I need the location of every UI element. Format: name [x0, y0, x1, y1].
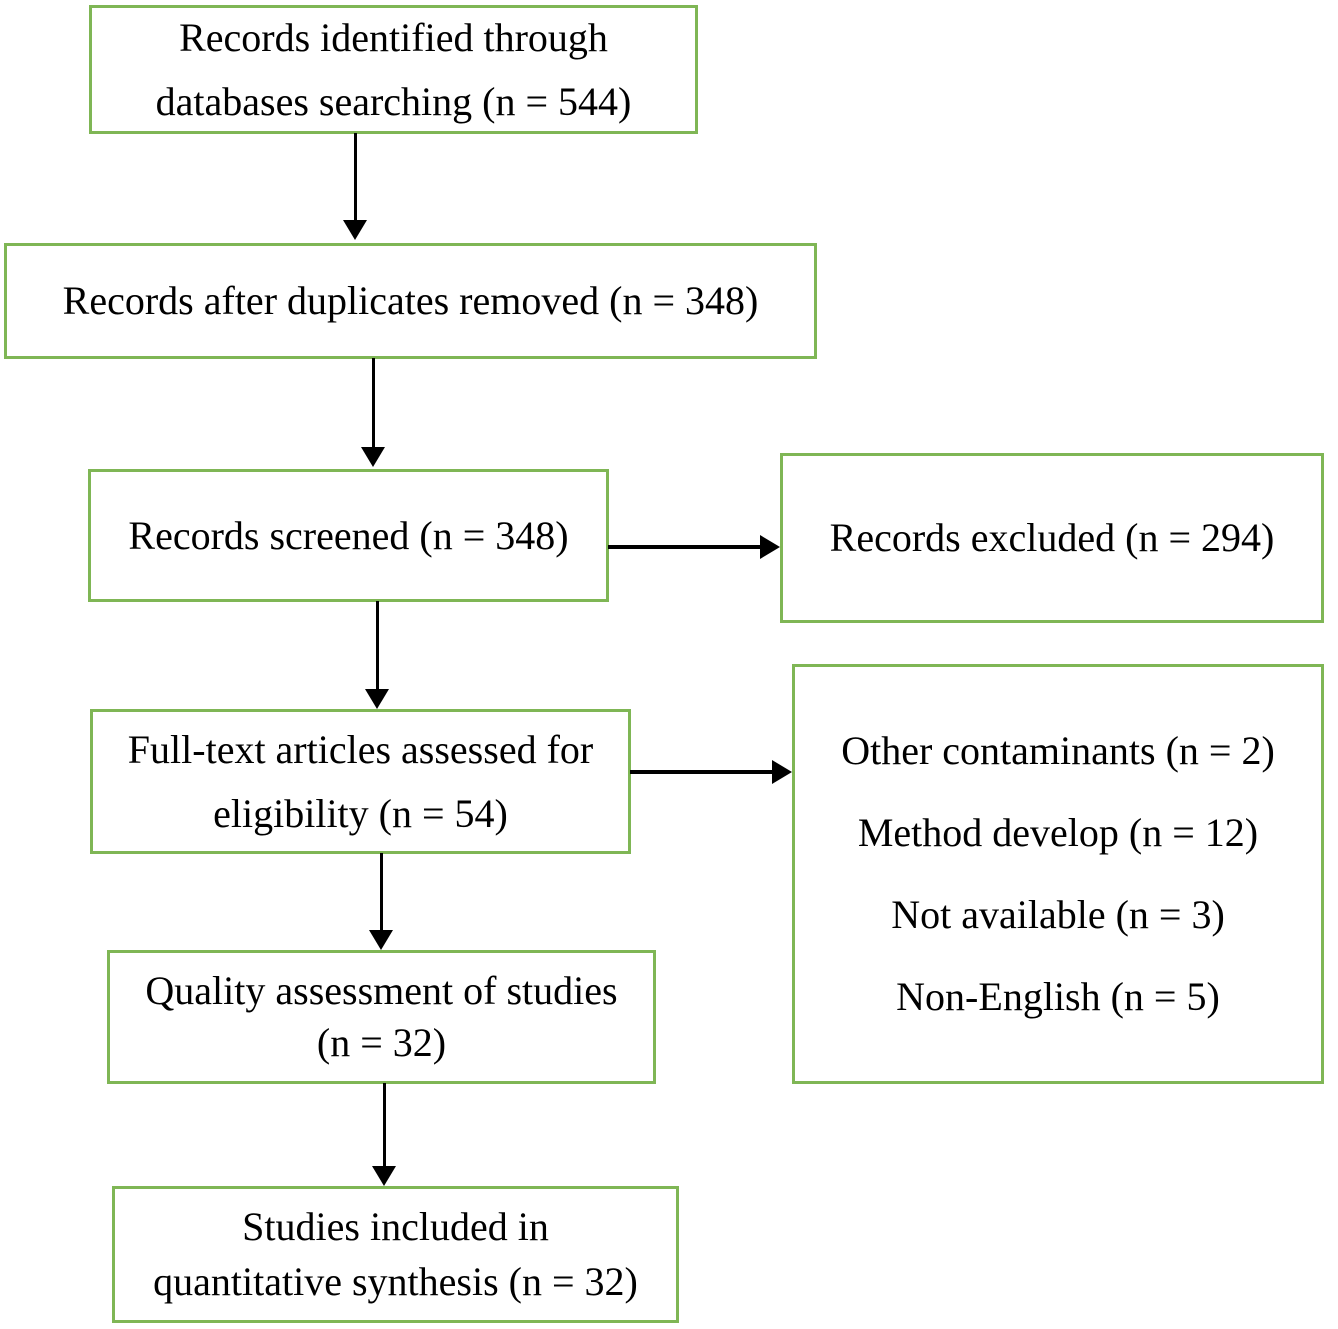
box-quality-assessment: Quality assessment of studies (n = 32)	[107, 950, 656, 1084]
box-fulltext-assessed: Full-text articles assessed for eligibil…	[90, 709, 631, 854]
arrow-shaft	[371, 358, 375, 447]
box-text-line: Full-text articles assessed for	[127, 727, 594, 773]
box-records-excluded: Records excluded (n = 294)	[780, 453, 1324, 623]
box-text-line: Records screened (n = 348)	[128, 512, 569, 558]
box-text-line: eligibility (n = 54)	[213, 790, 508, 836]
arrow-duplicates-to-screened	[359, 358, 387, 467]
box-records-screened: Records screened (n = 348)	[88, 469, 609, 602]
arrow-shaft	[375, 601, 379, 689]
arrow-head-down-icon	[372, 1166, 396, 1186]
arrow-quality-to-included	[370, 1083, 398, 1186]
arrow-identified-to-duplicates	[341, 133, 369, 240]
arrow-fulltext-to-quality	[367, 853, 395, 950]
arrow-head-down-icon	[361, 447, 385, 467]
box-text-line: Studies included in	[242, 1203, 549, 1249]
box-text-line: Other contaminants (n = 2)	[841, 728, 1275, 773]
box-text-line: Not available (n = 3)	[891, 892, 1225, 937]
arrow-head-down-icon	[369, 930, 393, 950]
box-text-line: Quality assessment of studies	[145, 968, 618, 1013]
box-exclusion-reasons: Other contaminants (n = 2) Method develo…	[792, 664, 1324, 1084]
arrow-head-right-icon	[760, 535, 780, 559]
box-text-line: quantitative synthesis (n = 32)	[153, 1258, 638, 1304]
arrow-fulltext-to-reasons	[630, 759, 792, 785]
box-text-line: databases searching (n = 544)	[155, 78, 632, 124]
arrow-shaft	[630, 770, 772, 774]
box-text-line: Non-English (n = 5)	[896, 974, 1220, 1019]
box-records-identified: Records identified through databases sea…	[89, 5, 698, 134]
arrow-screened-to-fulltext	[363, 601, 391, 709]
arrow-head-down-icon	[343, 220, 367, 240]
box-text-line: Records excluded (n = 294)	[829, 515, 1275, 560]
box-studies-included: Studies included in quantitative synthes…	[112, 1186, 679, 1323]
arrow-shaft	[379, 853, 383, 930]
arrow-shaft	[382, 1083, 386, 1166]
box-text-line: (n = 32)	[316, 1020, 447, 1065]
box-records-after-duplicates: Records after duplicates removed (n = 34…	[4, 243, 817, 359]
arrow-screened-to-excluded	[608, 534, 780, 560]
box-text-line: Records identified through	[179, 15, 608, 61]
arrow-shaft	[608, 545, 760, 549]
arrow-head-right-icon	[772, 760, 792, 784]
arrow-shaft	[353, 133, 357, 220]
arrow-head-down-icon	[365, 689, 389, 709]
box-text-line: Records after duplicates removed (n = 34…	[62, 278, 759, 323]
box-text-line: Method develop (n = 12)	[857, 810, 1259, 855]
